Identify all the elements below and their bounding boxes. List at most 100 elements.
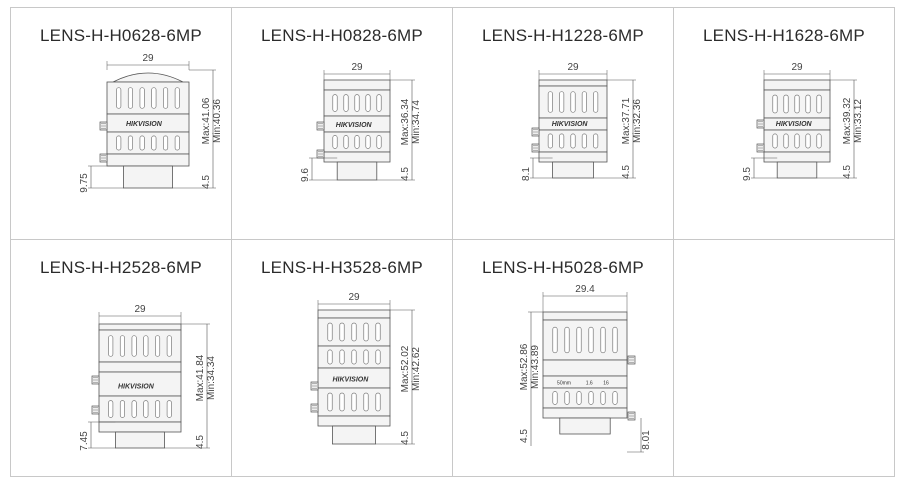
grip-rib [174, 135, 180, 151]
grip-rib [343, 135, 349, 149]
grip-rib [570, 91, 576, 113]
flange-distance-label: 9.75 [79, 173, 90, 193]
grip-rib [363, 322, 369, 342]
lens-title: LENS-H-H2528-6MP [40, 258, 202, 277]
grip-rib [794, 94, 800, 114]
grip-rib [332, 135, 338, 149]
grip-rib [108, 400, 114, 418]
max-length-label: Max:52.02 [400, 345, 411, 392]
lens-marking: 50mm [557, 381, 571, 387]
lens-dome [112, 72, 184, 83]
grip-rib [772, 94, 778, 114]
grip-rib [375, 322, 381, 342]
mount-length-label: 4.5 [519, 429, 530, 443]
grip-rib [376, 94, 382, 112]
hikvision-logo: HIKVISION [336, 122, 373, 129]
lens-body-section [542, 359, 628, 377]
hikvision-logo: HIKVISION [126, 121, 163, 128]
max-length-label: Max:39.32 [842, 97, 853, 144]
grip-rib [339, 392, 345, 412]
hikvision-logo: HIKVISION [776, 121, 813, 128]
width-dimension: 29 [567, 62, 579, 73]
grip-rib [151, 87, 157, 109]
lens-body-section [115, 431, 166, 449]
grip-rib [116, 135, 122, 151]
grip-rib [327, 322, 333, 342]
grip-rib [581, 91, 587, 113]
min-length-label: Min:34.74 [411, 100, 422, 144]
grip-rib [547, 91, 553, 113]
max-length-label: Max:36.34 [400, 98, 411, 145]
lens-title: LENS-H-H5028-6MP [482, 258, 644, 277]
min-length-label: Min:40.36 [212, 99, 223, 143]
width-dimension: 29 [348, 292, 360, 303]
grip-rib [559, 133, 565, 149]
grip-rib [108, 335, 114, 357]
max-length-label: Max:41.84 [195, 354, 206, 401]
grip-rib [155, 400, 161, 418]
min-length-label: Min:42.62 [411, 347, 422, 391]
mount-length-label: 4.5 [621, 165, 632, 179]
lens-body-section [542, 311, 628, 321]
grip-rib [139, 135, 145, 151]
grip-rib [547, 133, 553, 149]
grip-rib [588, 391, 594, 405]
grip-rib [163, 135, 169, 151]
grip-rib [327, 349, 333, 365]
grip-rib [772, 133, 778, 149]
grip-rib [119, 400, 125, 418]
flange-distance-label: 8.1 [521, 167, 532, 181]
grip-rib [600, 391, 606, 405]
grip-rib [351, 349, 357, 365]
grip-rib [612, 391, 618, 405]
grip-rib [805, 94, 811, 114]
grip-rib [816, 133, 822, 149]
min-length-label: Min:32.36 [632, 99, 643, 143]
grip-rib [783, 133, 789, 149]
grip-rib [119, 335, 125, 357]
lens-title: LENS-H-H0828-6MP [261, 26, 423, 45]
lens-body-section [98, 361, 182, 373]
lens-body-section [776, 161, 818, 179]
lens-body-section [538, 79, 608, 87]
lens-body-section [763, 151, 831, 163]
mount-length-label: 4.5 [400, 167, 411, 181]
width-dimension: 29 [791, 62, 803, 73]
lens-marking: 1.6 [586, 381, 593, 387]
grip-rib [339, 349, 345, 365]
lens-title: LENS-H-H1228-6MP [482, 26, 644, 45]
grip-rib [343, 94, 349, 112]
lens-body-section [552, 161, 594, 179]
grip-rib [363, 349, 369, 365]
mount-length-label: 4.5 [201, 175, 212, 189]
grip-rib [354, 94, 360, 112]
grip-rib [375, 349, 381, 365]
grip-rib [163, 87, 169, 109]
lens-body-section [763, 79, 831, 91]
min-length-label: Min:43.89 [530, 345, 541, 389]
width-dimension: 29.4 [575, 284, 595, 295]
empty-cell [673, 239, 895, 477]
grip-rib [155, 335, 161, 357]
lens-title: LENS-H-H3528-6MP [261, 258, 423, 277]
grip-rib [351, 392, 357, 412]
grip-rib [363, 392, 369, 412]
min-length-label: Min:34.34 [206, 356, 217, 400]
flange-distance-label: 9.6 [300, 168, 311, 182]
grip-rib [816, 94, 822, 114]
grip-rib [116, 87, 122, 109]
grip-rib [151, 135, 157, 151]
grip-rib [783, 94, 789, 114]
